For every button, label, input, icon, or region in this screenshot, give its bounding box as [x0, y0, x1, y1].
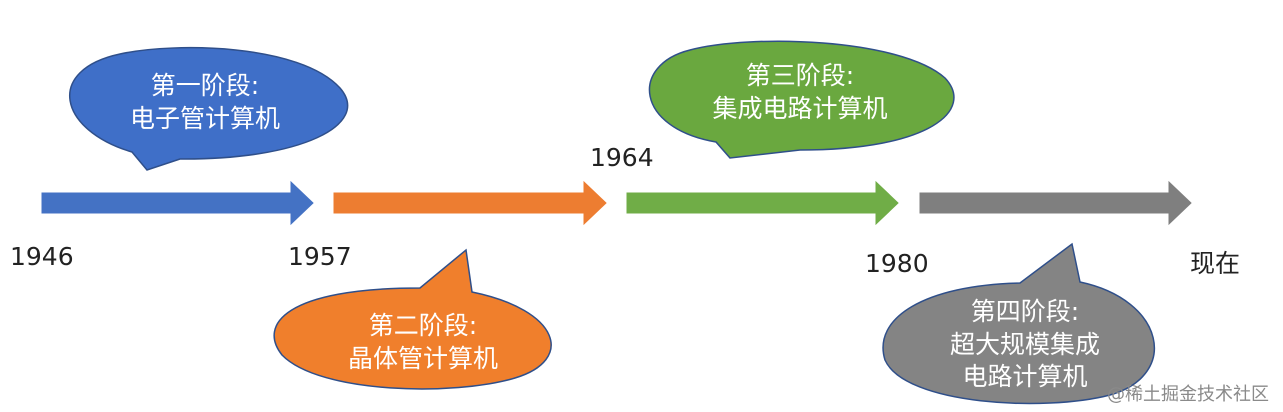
stage-3-label: 第三阶段: 集成电路计算机: [690, 60, 910, 125]
year-label-1980: 1980: [865, 249, 929, 278]
stage-4-title: 第四阶段:: [970, 297, 1080, 326]
speech-bubble-stage-2: [273, 248, 552, 390]
stage-3-name: 集成电路计算机: [712, 93, 888, 123]
speech-bubble-stage-3: [648, 40, 955, 159]
stage-2-name: 晶体管计算机: [347, 343, 498, 373]
stage-1-label: 第一阶段: 电子管计算机: [100, 70, 310, 135]
stage-2-label: 第二阶段: 晶体管计算机: [318, 310, 528, 375]
stage-2-title: 第二阶段:: [368, 311, 478, 340]
year-label-now: 现在: [1190, 249, 1241, 278]
arrow-stage-4: [919, 180, 1192, 226]
stage-3-title: 第三阶段:: [745, 61, 855, 90]
stage-4-name-2: 电路计算机: [962, 362, 1088, 391]
year-label-1957: 1957: [288, 242, 352, 271]
year-label-1964: 1964: [590, 143, 654, 172]
stage-1-title: 第一阶段:: [150, 71, 260, 100]
arrow-stage-1: [41, 180, 314, 226]
year-label-1946: 1946: [10, 242, 74, 271]
speech-bubble-stage-1: [69, 46, 349, 171]
stage-1-name: 电子管计算机: [129, 103, 280, 133]
stage-4-label: 第四阶段: 超大规模集成 电路计算机: [920, 296, 1130, 394]
watermark: @稀土掘金技术社区: [1107, 384, 1269, 405]
arrow-stage-3: [626, 180, 899, 226]
stage-4-name-1: 超大规模集成: [949, 329, 1100, 359]
speech-bubble-stage-4: [882, 242, 1156, 405]
arrow-stage-2: [333, 180, 607, 226]
